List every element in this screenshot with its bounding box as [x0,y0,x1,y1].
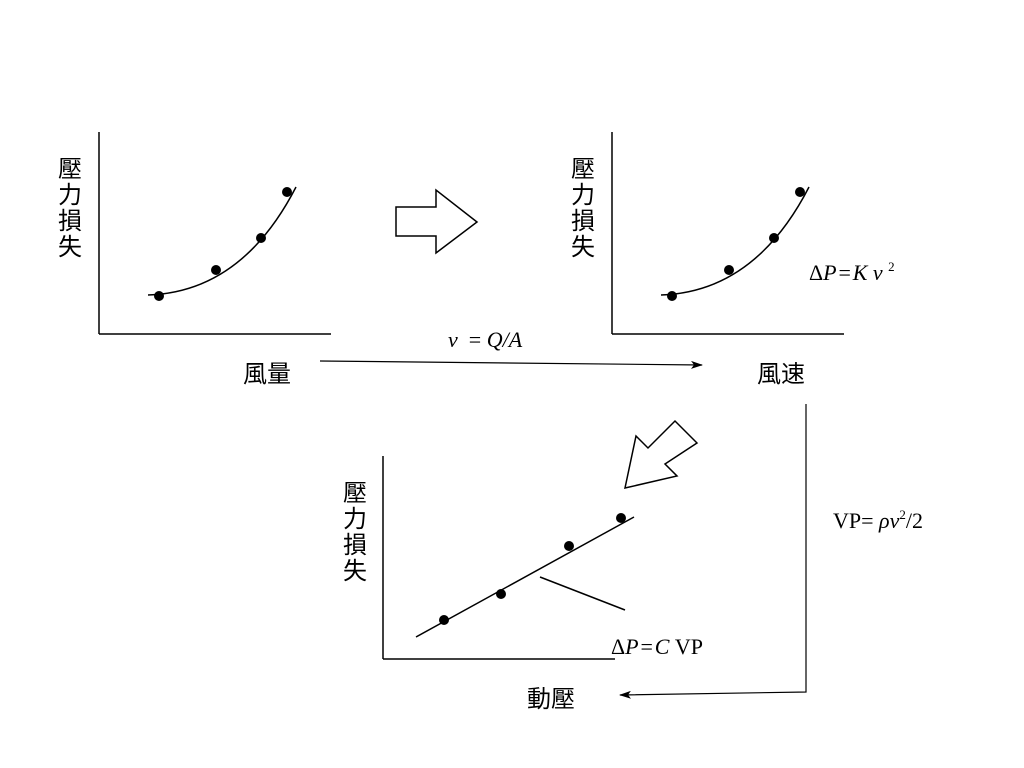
y-axis-label-bottom: 壓 力 損 失 [343,479,367,585]
formula-pressure-vp: ΔP = C VP [611,634,704,659]
data-point [439,615,449,625]
x-axis-label-velocity: 風速 [757,360,805,388]
graph-top-left [98,132,331,335]
data-point [616,513,626,523]
data-points [154,187,292,301]
pressure-curve [147,186,297,296]
data-points [667,187,805,301]
linear-fit-line [415,516,635,638]
y-axis-label-top-right: 壓 力 損 失 [571,155,595,261]
arrow-airflow-to-velocity [319,360,703,369]
data-point [769,233,779,243]
pressure-curve [660,186,810,296]
data-point [211,265,221,275]
hollow-arrow-right [395,188,479,255]
hollow-arrow-down-left [624,419,699,489]
data-point [154,291,164,301]
y-axis-label-top-left: 壓 力 損 失 [58,155,82,261]
x-axis-label-airflow: 風量 [243,360,291,388]
data-point [256,233,266,243]
data-point [795,187,805,197]
formula-velocity: v = Q/A [448,327,523,352]
graph-bottom [382,456,635,660]
data-points [439,513,626,625]
data-point [667,291,677,301]
formula-leader-line [539,576,626,611]
data-point [282,187,292,197]
formula-pressure-velocity: ΔP = K v 2 [809,259,895,285]
formula-velocity-pressure: VP= ρv2/2 [833,507,923,533]
x-axis-label-dynamic-pressure: 動壓 [527,685,575,713]
data-point [496,589,506,599]
data-point [724,265,734,275]
graph-top-right [611,132,844,335]
data-point [564,541,574,551]
arrow-velocity-to-dynamic-pressure [619,404,807,699]
